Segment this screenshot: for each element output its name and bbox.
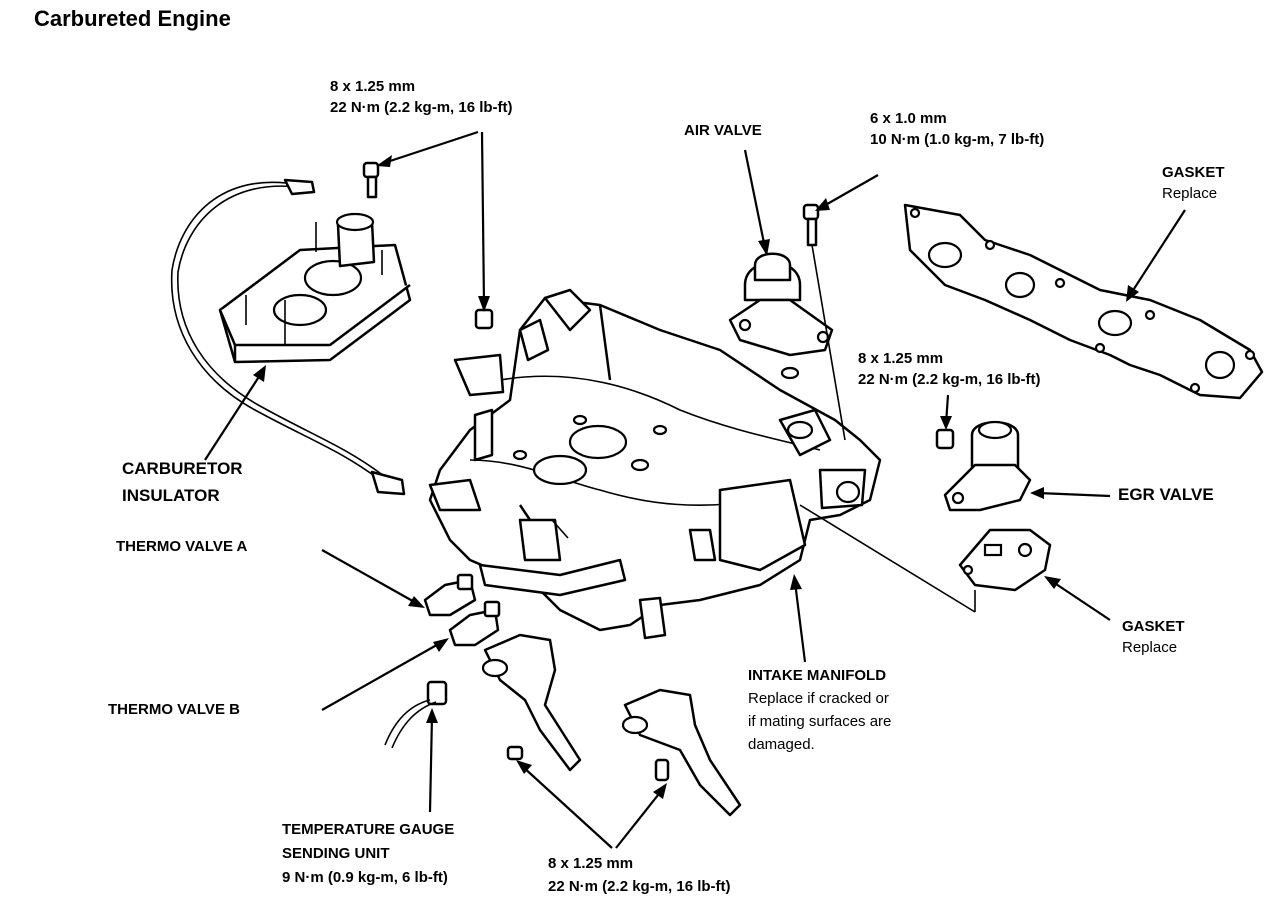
leader-lines (204, 130, 1186, 849)
gasket-bottom-note: Replace (1122, 639, 1178, 656)
temperature-gauge-label: TEMPERATURE GAUGE SENDING UNIT 9 N·m (0.… (282, 818, 454, 890)
gasket-top-note: Replace (1162, 185, 1218, 202)
spec-air-torque: 10 N·m (1.0 kg-m, 7 lb-ft) (870, 131, 1045, 148)
gasket-bottom-name: GASKET (1122, 618, 1185, 635)
thermo-valve-a-part (423, 573, 477, 617)
gasket-bottom-label: GASKET Replace (1122, 616, 1185, 658)
bolt-6mm (802, 203, 820, 247)
intake-manifold-note1: Replace if cracked or (748, 690, 889, 707)
bracket-right (621, 688, 742, 817)
gasket-top (903, 203, 1264, 400)
diagram-title: Carbureted Engine (34, 6, 231, 31)
gasket-egr (958, 528, 1052, 592)
gasket-top-label: GASKET Replace (1162, 162, 1225, 204)
spec-air-valve-bolt: 6 x 1.0 mm 10 N·m (1.0 kg-m, 7 lb-ft) (870, 108, 1044, 150)
spec-bottom-size: 8 x 1.25 mm (548, 855, 634, 872)
intake-manifold (428, 288, 882, 640)
temperature-gauge-line1: TEMPERATURE GAUGE (282, 821, 455, 838)
bolt-8mm-bottom-right (654, 758, 670, 782)
carburetor-insulator-label: CARBURETOR INSULATOR (122, 455, 243, 509)
bolt-8mm-bottom-left (506, 745, 524, 761)
intake-manifold-name: INTAKE MANIFOLD (748, 667, 887, 684)
air-valve-label: AIR VALVE (684, 122, 762, 139)
spec-bottom-bolts: 8 x 1.25 mm 22 N·m (2.2 kg-m, 16 lb-ft) (548, 852, 731, 898)
egr-valve (943, 420, 1032, 512)
spec-top-torque: 22 N·m (2.2 kg-m, 16 lb-ft) (330, 99, 513, 116)
thermo-valve-a-label: THERMO VALVE A (116, 538, 248, 555)
nut-8mm-top (474, 308, 494, 330)
intake-manifold-note2: if mating surfaces are (748, 713, 892, 730)
thermo-valve-b-label: THERMO VALVE B (108, 701, 240, 718)
temperature-gauge-sending-unit-part (384, 680, 448, 749)
carburetor-insulator-line2: INSULATOR (122, 486, 220, 505)
temperature-gauge-torque: 9 N·m (0.9 kg-m, 6 lb-ft) (282, 869, 448, 886)
spec-egr-nut: 8 x 1.25 mm 22 N·m (2.2 kg-m, 16 lb-ft) (858, 348, 1041, 390)
spec-air-size: 6 x 1.0 mm (870, 110, 947, 127)
air-valve (728, 252, 834, 380)
spec-egr-size: 8 x 1.25 mm (858, 350, 944, 367)
spec-top-bolt: 8 x 1.25 mm 22 N·m (2.2 kg-m, 16 lb-ft) (330, 76, 513, 118)
temperature-gauge-line2: SENDING UNIT (282, 845, 390, 862)
spec-bottom-torque: 22 N·m (2.2 kg-m, 16 lb-ft) (548, 878, 731, 895)
thermo-valve-b-part (448, 600, 501, 647)
egr-valve-label: EGR VALVE (1118, 485, 1214, 504)
intake-manifold-label: INTAKE MANIFOLD Replace if cracked or if… (748, 664, 891, 756)
bolt-8mm-top (362, 161, 380, 199)
bracket-left (481, 633, 582, 772)
spec-top-size: 8 x 1.25 mm (330, 78, 416, 95)
intake-manifold-note3: damaged. (748, 736, 815, 753)
spec-egr-torque: 22 N·m (2.2 kg-m, 16 lb-ft) (858, 371, 1041, 388)
carburetor-insulator-line1: CARBURETOR (122, 459, 243, 478)
carburetor-insulator (170, 178, 412, 496)
nut-egr (935, 428, 955, 450)
gasket-top-name: GASKET (1162, 164, 1225, 181)
